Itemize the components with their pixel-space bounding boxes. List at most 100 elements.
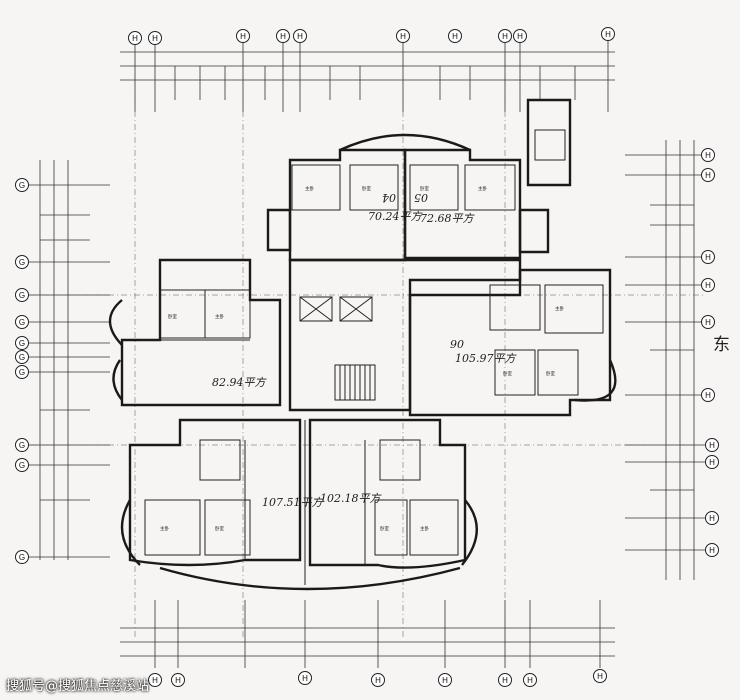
axis-bubble-bottom-3: H xyxy=(298,671,312,685)
axis-bubble-label: G xyxy=(19,291,25,300)
axis-bubble-right-5: H xyxy=(701,315,715,329)
axis-bubble-circle xyxy=(15,336,29,350)
axis-bubble-top-2: H xyxy=(148,31,162,45)
axis-bubble-left-10: G xyxy=(15,550,29,564)
axis-bubble-circle xyxy=(701,388,715,402)
svg-text:卧室: 卧室 xyxy=(546,370,555,377)
axis-bubble-circle xyxy=(371,673,385,687)
west-unit-area: 82.94平方 xyxy=(212,376,267,389)
axis-bubble-top-8: H xyxy=(513,29,527,43)
axis-bubble-circle xyxy=(15,365,29,379)
axis-bubble-label: H xyxy=(442,676,448,685)
axis-bubble-label: H xyxy=(709,514,715,523)
axis-bubble-label: G xyxy=(19,368,25,377)
svg-text:主卧: 主卧 xyxy=(478,185,487,192)
axis-bubble-left-2: G xyxy=(15,255,29,269)
southeast-unit-area: 102.18平方 xyxy=(320,492,382,505)
axis-bubble-label: H xyxy=(175,676,181,685)
axis-bubble-left-3: G xyxy=(15,288,29,302)
axis-bubble-circle xyxy=(15,255,29,269)
axis-bubble-circle xyxy=(15,350,29,364)
axis-bubble-circle xyxy=(293,29,307,43)
axis-bubble-label: H xyxy=(302,674,308,683)
axis-bubble-left-7: G xyxy=(15,365,29,379)
axis-bubble-right-10: H xyxy=(705,543,719,557)
axis-bubble-bottom-2: H xyxy=(171,673,185,687)
east-orientation-label: 东 xyxy=(713,335,730,355)
axis-bubble-label: H xyxy=(502,676,508,685)
axis-bubble-label: H xyxy=(709,458,715,467)
axis-bubble-label: G xyxy=(19,553,25,562)
axis-bubble-label: H xyxy=(297,32,303,41)
southwest-unit-area: 107.51平方 xyxy=(262,496,324,509)
axis-bubble-circle xyxy=(523,673,537,687)
axis-bubble-circle xyxy=(513,29,527,43)
axis-bubble-bottom-1: H xyxy=(148,673,162,687)
axis-bubble-circle xyxy=(601,27,615,41)
axis-bubble-label: H xyxy=(502,32,508,41)
axis-bubble-label: H xyxy=(152,34,158,43)
axis-bubble-bottom-7: H xyxy=(523,673,537,687)
axis-bubble-label: H xyxy=(527,676,533,685)
axis-bubble-label: H xyxy=(517,32,523,41)
svg-text:主卧: 主卧 xyxy=(420,525,429,532)
svg-text:卧室: 卧室 xyxy=(362,185,371,192)
axis-bubble-circle xyxy=(498,29,512,43)
axis-bubble-label: H xyxy=(375,676,381,685)
unit-04-area: 70.24平方 xyxy=(368,210,423,223)
east-unit-label: 06 xyxy=(450,337,464,350)
svg-text:卧室: 卧室 xyxy=(420,185,429,192)
axis-bubble-circle xyxy=(701,278,715,292)
axis-bubble-label: G xyxy=(19,339,25,348)
axis-bubble-label: H xyxy=(709,441,715,450)
axis-bubble-top-7: H xyxy=(498,29,512,43)
axis-bubble-right-7: H xyxy=(705,438,719,452)
axis-bubble-top-5: H xyxy=(293,29,307,43)
axis-bubble-label: H xyxy=(400,32,406,41)
axis-bubble-circle xyxy=(128,31,142,45)
left-dimension-lines xyxy=(25,160,110,560)
axis-bubble-label: G xyxy=(19,461,25,470)
axis-bubble-circle xyxy=(701,250,715,264)
east-unit-area: 105.97平方 xyxy=(455,352,517,365)
axis-bubble-circle xyxy=(148,31,162,45)
axis-bubble-circle xyxy=(15,550,29,564)
right-dimension-lines xyxy=(625,140,712,580)
axis-bubble-top-9: H xyxy=(601,27,615,41)
axis-bubble-label: G xyxy=(19,181,25,190)
axis-bubble-right-8: H xyxy=(705,455,719,469)
axis-bubble-label: G xyxy=(19,258,25,267)
axis-bubble-circle xyxy=(701,148,715,162)
axis-bubble-label: H xyxy=(705,391,711,400)
axis-bubble-label: G xyxy=(19,353,25,362)
axis-bubble-right-3: H xyxy=(701,250,715,264)
axis-bubble-left-8: G xyxy=(15,438,29,452)
axis-bubble-bottom-6: H xyxy=(498,673,512,687)
svg-text:卧室: 卧室 xyxy=(380,525,389,532)
axis-bubble-circle xyxy=(276,29,290,43)
area-labels: 04 05 70.24平方 72.68平方 82.94平方 06 105.97平… xyxy=(212,191,730,509)
axis-bubble-circle xyxy=(15,288,29,302)
axis-bubble-circle xyxy=(236,29,250,43)
axis-bubble-left-6: G xyxy=(15,350,29,364)
axis-bubble-top-4: H xyxy=(276,29,290,43)
axis-bubble-circle xyxy=(701,315,715,329)
axis-bubble-right-9: H xyxy=(705,511,719,525)
axis-bubble-right-2: H xyxy=(701,168,715,182)
axis-bubble-label: H xyxy=(597,672,603,681)
axis-bubble-top-10: H xyxy=(448,29,462,43)
unit-04-label: 04 xyxy=(382,191,396,204)
axis-bubble-right-6: H xyxy=(701,388,715,402)
svg-text:主卧: 主卧 xyxy=(305,185,314,192)
svg-text:卧室: 卧室 xyxy=(215,525,224,532)
axis-bubble-circle xyxy=(396,29,410,43)
axis-bubble-bottom-5: H xyxy=(438,673,452,687)
axis-bubble-label: H xyxy=(605,30,611,39)
grid-axis-lines xyxy=(30,46,705,640)
axis-bubble-top-1: H xyxy=(128,31,142,45)
axis-bubble-right-4: H xyxy=(701,278,715,292)
svg-text:卧室: 卧室 xyxy=(168,313,177,320)
svg-text:主卧: 主卧 xyxy=(555,305,564,312)
